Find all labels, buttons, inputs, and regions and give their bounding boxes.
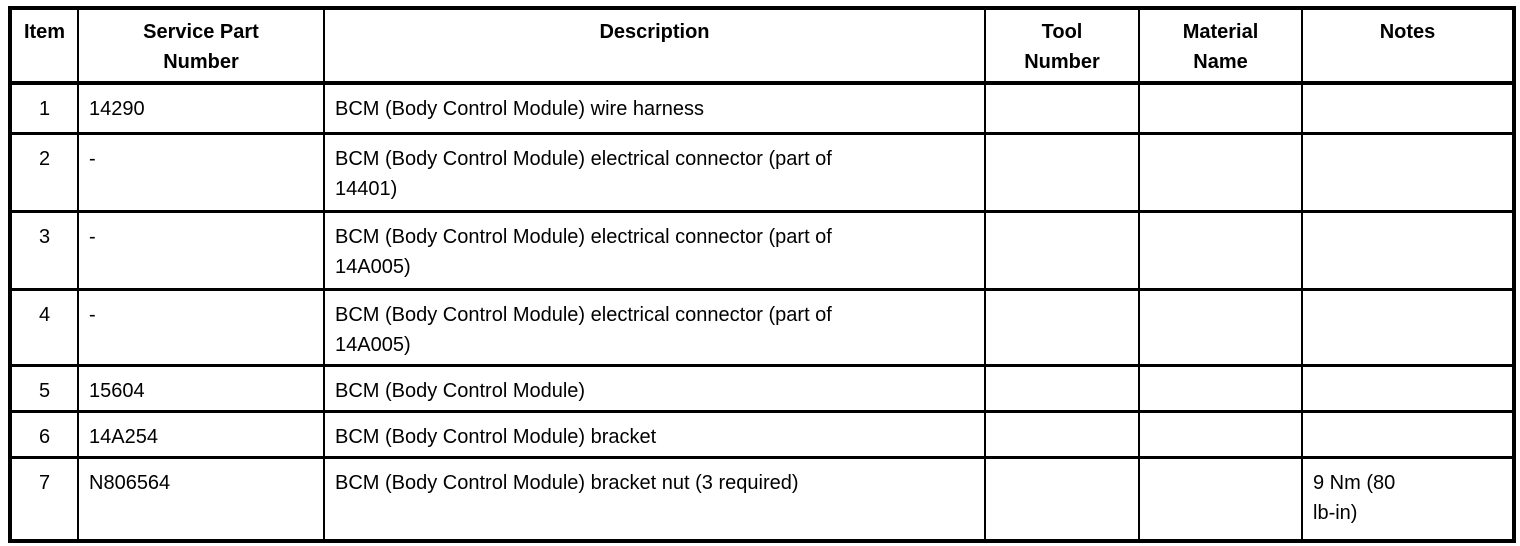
cell-service-part-number: - <box>77 209 325 291</box>
cell-tool-number <box>984 409 1140 459</box>
col-header-service-part-number: Service Part Number <box>77 6 325 85</box>
table-row: 2 - BCM (Body Control Module) electrical… <box>9 131 1515 213</box>
cell-description: BCM (Body Control Module) wire harness <box>323 81 986 135</box>
cell-notes <box>1301 131 1515 213</box>
col-header-notes: Notes <box>1301 6 1515 85</box>
cell-description: BCM (Body Control Module) <box>323 363 986 413</box>
header-row: Item Service Part Number Description Too… <box>9 6 1515 85</box>
cell-material-name <box>1138 409 1303 459</box>
cell-tool-number <box>984 81 1140 135</box>
cell-notes: 9 Nm (80 lb-in) <box>1301 455 1515 543</box>
cell-description: BCM (Body Control Module) electrical con… <box>323 131 986 213</box>
cell-service-part-number: - <box>77 287 325 367</box>
table-row: 1 14290 BCM (Body Control Module) wire h… <box>9 81 1515 135</box>
cell-item: 5 <box>9 363 79 413</box>
cell-service-part-number: 15604 <box>77 363 325 413</box>
cell-service-part-number: 14290 <box>77 81 325 135</box>
cell-service-part-number: - <box>77 131 325 213</box>
table-row: 3 - BCM (Body Control Module) electrical… <box>9 209 1515 291</box>
cell-notes <box>1301 287 1515 367</box>
cell-item: 7 <box>9 455 79 543</box>
cell-notes <box>1301 81 1515 135</box>
col-header-description: Description <box>323 6 986 85</box>
col-header-material-name: Material Name <box>1138 6 1303 85</box>
cell-tool-number <box>984 131 1140 213</box>
cell-description: BCM (Body Control Module) bracket <box>323 409 986 459</box>
cell-description: BCM (Body Control Module) bracket nut (3… <box>323 455 986 543</box>
cell-item: 2 <box>9 131 79 213</box>
table-row: 4 - BCM (Body Control Module) electrical… <box>9 287 1515 367</box>
cell-service-part-number: 14A254 <box>77 409 325 459</box>
cell-notes <box>1301 209 1515 291</box>
cell-item: 6 <box>9 409 79 459</box>
cell-material-name <box>1138 287 1303 367</box>
cell-description: BCM (Body Control Module) electrical con… <box>323 287 986 367</box>
table-row: 5 15604 BCM (Body Control Module) <box>9 363 1515 413</box>
col-header-tool-number: Tool Number <box>984 6 1140 85</box>
cell-notes <box>1301 363 1515 413</box>
col-header-item: Item <box>9 6 79 85</box>
cell-material-name <box>1138 81 1303 135</box>
cell-item: 4 <box>9 287 79 367</box>
cell-material-name <box>1138 363 1303 413</box>
cell-notes <box>1301 409 1515 459</box>
cell-item: 1 <box>9 81 79 135</box>
cell-description: BCM (Body Control Module) electrical con… <box>323 209 986 291</box>
cell-material-name <box>1138 209 1303 291</box>
cell-tool-number <box>984 209 1140 291</box>
cell-tool-number <box>984 455 1140 543</box>
table-row: 7 N806564 BCM (Body Control Module) brac… <box>9 455 1515 543</box>
cell-tool-number <box>984 287 1140 367</box>
cell-service-part-number: N806564 <box>77 455 325 543</box>
cell-item: 3 <box>9 209 79 291</box>
cell-material-name <box>1138 455 1303 543</box>
table-row: 6 14A254 BCM (Body Control Module) brack… <box>9 409 1515 459</box>
cell-material-name <box>1138 131 1303 213</box>
cell-tool-number <box>984 363 1140 413</box>
parts-table: Item Service Part Number Description Too… <box>8 6 1516 543</box>
